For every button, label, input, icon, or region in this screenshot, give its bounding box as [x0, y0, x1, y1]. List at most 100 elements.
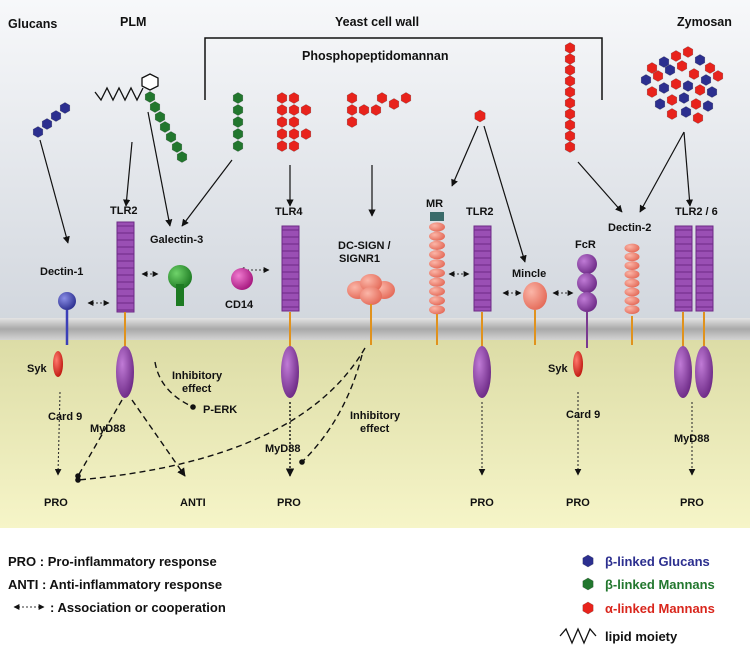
signal-arrows [54, 391, 696, 476]
outcome-pro-5: PRO [680, 497, 704, 509]
zymosan-hexagon [664, 64, 676, 76]
label-myd88-1: MyD88 [90, 423, 125, 435]
zymosan-hexagon [680, 106, 692, 118]
label-phosphopeptidomannan: Phosphopeptidomannan [302, 49, 449, 63]
label-fcr: FcR [575, 239, 596, 251]
alpha-mannan-hexagon [376, 92, 388, 104]
zymosan-hexagon [646, 62, 658, 74]
beta-mannan-hexagon [232, 116, 244, 128]
outcome-anti: ANTI [180, 497, 206, 509]
alpha-mannan-hexagon [400, 92, 412, 104]
tlr2-right-receptor [473, 225, 492, 398]
dc-sign-receptor [347, 274, 395, 345]
zymosan-hexagon [666, 94, 678, 106]
label-syk-left: Syk [27, 363, 47, 375]
dectin2-receptor [624, 243, 640, 345]
label-glucans: Glucans [8, 17, 57, 31]
label-card9-left: Card 9 [48, 411, 82, 423]
glucan-hexagon [59, 102, 71, 114]
galectin3 [168, 265, 192, 306]
alpha-mannan-hexagon [564, 108, 576, 120]
label-yeast-cell-wall: Yeast cell wall [335, 15, 419, 29]
legend-swatches [582, 554, 594, 615]
alpha-mannan-hexagon [564, 53, 576, 65]
legend-anti: ANTI : Anti-inflammatory response [8, 577, 222, 592]
beta-mannan-hexagon [232, 104, 244, 116]
beta-mannan-hexagon [232, 92, 244, 104]
plm-mannan-hexagon [165, 131, 177, 143]
label-cd14: CD14 [225, 299, 254, 311]
label-mincle: Mincle [512, 268, 546, 280]
alpha-mannan-hexagon [346, 104, 358, 116]
zymosan-hexagon [706, 86, 718, 98]
alpha-mannan-hexagon [346, 116, 358, 128]
alpha-mannan-hexagon [300, 128, 312, 140]
alpha-mannan-hexagon [276, 128, 288, 140]
legend-lipid: lipid moiety [605, 629, 678, 644]
label-syk-right: Syk [548, 363, 568, 375]
label-tlr26: TLR2 / 6 [675, 206, 718, 218]
beta-mannan-hexagon [232, 128, 244, 140]
outcome-pro-1: PRO [44, 497, 68, 509]
zymosan-hexagon [646, 86, 658, 98]
alpha-mannan-hexagon [564, 86, 576, 98]
legend-beta-mannans: β-linked Mannans [605, 577, 715, 592]
label-plm: PLM [120, 15, 146, 29]
alpha-mannan-hexagon [358, 104, 370, 116]
label-myd88-3: MyD88 [674, 433, 709, 445]
ligand-molecules [32, 42, 724, 163]
zymosan-hexagon [702, 100, 714, 112]
label-tlr4: TLR4 [275, 206, 303, 218]
alpha-mannan-hexagon [370, 104, 382, 116]
legend-assoc: : Association or cooperation [50, 600, 226, 615]
mr-receptor [429, 212, 445, 345]
zymosan-hexagon [676, 60, 688, 72]
zymosan-hexagon [682, 80, 694, 92]
zymosan-hexagon [690, 98, 702, 110]
alpha-mannan-hexagon [288, 116, 300, 128]
plm-mannan-hexagon [176, 151, 188, 163]
alpha-mannan-hexagon [288, 104, 300, 116]
legend-lipid-icon [559, 627, 597, 645]
tlr2-left-receptor [116, 221, 135, 398]
alpha-mannan-hexagon [300, 104, 312, 116]
alpha-mannan-hexagon [564, 42, 576, 54]
zymosan-hexagon [688, 68, 700, 80]
label-signr1: SIGNR1 [339, 253, 380, 265]
zymosan-hexagon [678, 92, 690, 104]
alpha-mannan-hexagon [388, 98, 400, 110]
legend-blue-hexagon [582, 554, 594, 568]
plm-mannan-hexagon [144, 91, 156, 103]
glucan-hexagon [41, 118, 53, 130]
alpha-mannan-hexagon [288, 140, 300, 152]
zymosan-hexagon [658, 56, 670, 68]
label-tlr2-left: TLR2 [110, 205, 138, 217]
label-perk: P-ERK [203, 404, 237, 416]
label-dectin1: Dectin-1 [40, 266, 83, 278]
alpha-mannan-hexagon [564, 119, 576, 131]
plm-mannan-hexagon [159, 121, 171, 133]
alpha-mannan-hexagon [288, 92, 300, 104]
legend-alpha-mannans: α-linked Mannans [605, 601, 715, 616]
label-inhibitory-1b: effect [182, 383, 212, 395]
glucan-hexagon [50, 110, 62, 122]
label-dectin2: Dectin-2 [608, 222, 651, 234]
zymosan-hexagon [712, 70, 724, 82]
plm-lipid-hexagon [141, 73, 159, 91]
zymosan-hexagon [670, 50, 682, 62]
alpha-mannan-hexagon [564, 64, 576, 76]
zymosan-hexagon [640, 74, 652, 86]
zymosan-hexagon [692, 112, 704, 124]
label-zymosan: Zymosan [677, 15, 732, 29]
zymosan-hexagon [694, 54, 706, 66]
label-dc-sign: DC-SIGN / [338, 240, 391, 252]
alpha-mannan-hexagon [276, 104, 288, 116]
beta-mannan-hexagon [232, 140, 244, 152]
legend-pro: PRO : Pro-inflammatory response [8, 554, 217, 569]
plm-mannan-hexagon [171, 141, 183, 153]
label-inhibitory-2a: Inhibitory [350, 410, 401, 422]
glucan-hexagon [32, 126, 44, 138]
plm-mannan-hexagon [149, 101, 161, 113]
cell-membrane [0, 318, 750, 340]
